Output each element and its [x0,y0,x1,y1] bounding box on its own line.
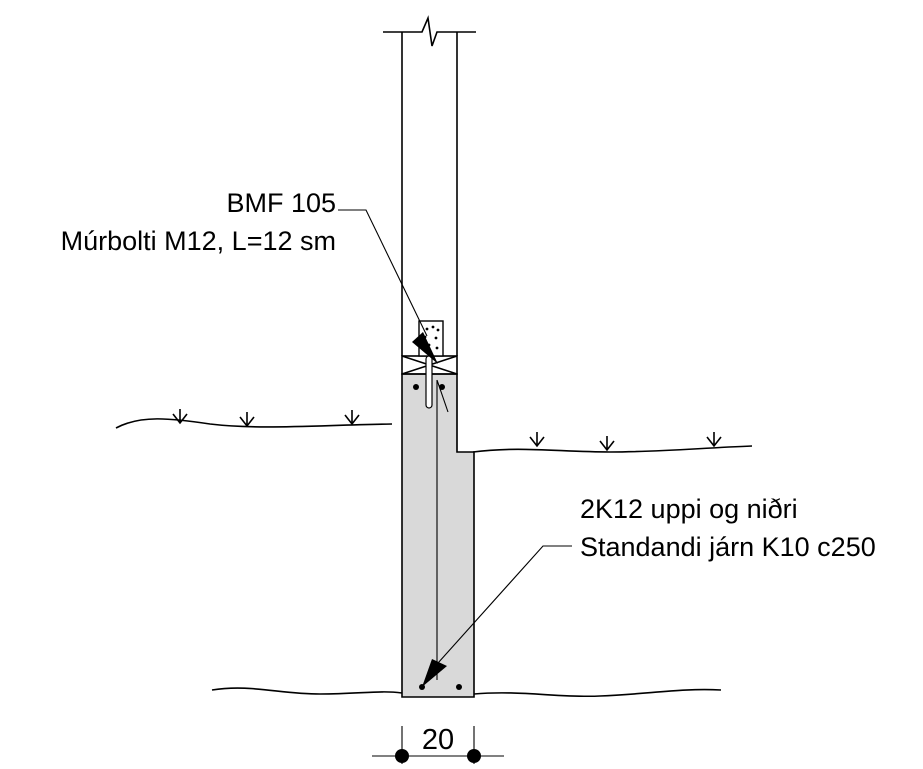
rebar-hook [436,379,449,413]
label-rebar-main: 2K12 uppi og niðri [580,494,798,524]
ground-line-right [472,445,753,453]
rebar-dots [413,384,462,690]
ground-line-left [115,418,393,429]
concrete-foundation [401,373,475,698]
leader-bracket [338,209,438,364]
dimension-width: 20 [372,724,504,764]
label-bolt-spec: Múrbolti M12, L=12 sm [61,226,336,256]
label-rebar-standing: Standandi járn K10 c250 [580,532,876,562]
dimension-value: 20 [422,724,454,756]
ground-line-bottom [211,687,722,698]
timber-wall [383,15,476,356]
vegetation-marks [172,409,722,452]
leader-rebar [422,545,572,687]
anchor-bolt [425,355,433,409]
label-bracket-code: BMF 105 [226,188,336,218]
